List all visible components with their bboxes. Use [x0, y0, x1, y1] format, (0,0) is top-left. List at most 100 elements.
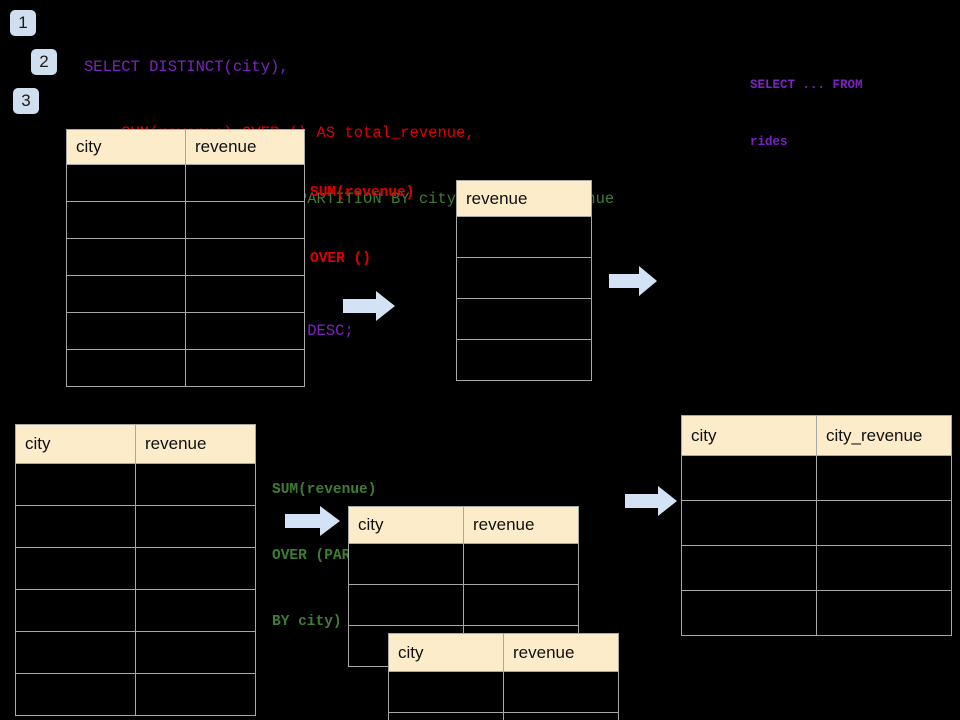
- table-body: [388, 671, 619, 720]
- cell-revenue: [135, 589, 256, 632]
- table-row: [388, 712, 619, 720]
- column-header-city: city: [15, 424, 136, 464]
- cell-city: [681, 500, 817, 546]
- column-header-revenue: revenue: [135, 424, 256, 464]
- table-row: [348, 543, 579, 585]
- column-header-city: city: [681, 415, 817, 456]
- table-row: [66, 349, 305, 387]
- total-revenue-table: revenue: [456, 180, 592, 381]
- table-row: [15, 463, 256, 506]
- cell-revenue: [503, 712, 619, 720]
- table-row: [66, 312, 305, 350]
- table-row: [388, 671, 619, 713]
- table-row: [456, 339, 592, 381]
- cell-city: [15, 673, 136, 716]
- cell-city: [15, 589, 136, 632]
- cell-city: [66, 238, 186, 276]
- table-row: [456, 298, 592, 340]
- cell-revenue: [135, 631, 256, 674]
- table-row: [456, 257, 592, 299]
- result-table: city city_revenue: [681, 415, 952, 636]
- cell-city: [681, 545, 817, 591]
- arrow-right-icon: [609, 266, 657, 296]
- cell-revenue: [185, 164, 305, 202]
- arrow-total-to-next: [609, 265, 657, 302]
- column-header-revenue: revenue: [503, 633, 619, 672]
- column-header-revenue: revenue: [463, 506, 579, 544]
- column-header-city-revenue: city_revenue: [816, 415, 952, 456]
- cell-revenue: [135, 547, 256, 590]
- table-row: [15, 631, 256, 674]
- cell-revenue: [135, 673, 256, 716]
- cell-city: [348, 543, 464, 585]
- table-row: [681, 500, 952, 546]
- cell-revenue: [135, 463, 256, 506]
- cell-city: [681, 455, 817, 501]
- step-badge-2: 2: [31, 49, 57, 75]
- arrow-right-icon: [285, 506, 340, 536]
- cell-city: [66, 275, 186, 313]
- table-row: [348, 584, 579, 626]
- column-header-city: city: [66, 129, 186, 165]
- cell-revenue: [463, 584, 579, 626]
- cell-revenue: [185, 312, 305, 350]
- table-row: [15, 673, 256, 716]
- table-row: [15, 589, 256, 632]
- cell-city: [66, 201, 186, 239]
- table-header-row: city revenue: [388, 633, 619, 672]
- sidenote-line-1: SELECT ... FROM: [750, 78, 863, 92]
- table-row: [15, 547, 256, 590]
- cell-revenue: [185, 275, 305, 313]
- cell-city-revenue: [816, 500, 952, 546]
- cell-city-revenue: [816, 455, 952, 501]
- step-badge-1: 1: [10, 10, 36, 36]
- arrow-source-to-total: [343, 290, 395, 327]
- cell-city: [348, 584, 464, 626]
- column-header-city: city: [388, 633, 504, 672]
- table-row: [15, 505, 256, 548]
- cell-city: [66, 312, 186, 350]
- cell-revenue: [456, 216, 592, 258]
- table-row: [456, 216, 592, 258]
- column-header-revenue: revenue: [185, 129, 305, 165]
- sidenote-line-2: rides: [750, 135, 788, 149]
- partition-group-table-front: city revenue: [388, 633, 619, 720]
- cell-city: [15, 505, 136, 548]
- arrow-right-icon: [625, 486, 677, 516]
- table-row: [66, 238, 305, 276]
- annotation-total-line-1: SUM(revenue): [310, 185, 415, 201]
- table-header-row: city revenue: [348, 506, 579, 544]
- table-body: [15, 463, 256, 716]
- cell-revenue: [135, 505, 256, 548]
- cell-revenue: [185, 201, 305, 239]
- arrow-partition-to-result: [625, 485, 677, 522]
- step-badge-3: 3: [13, 88, 39, 114]
- cell-revenue: [503, 671, 619, 713]
- annotation-partition-line-1: SUM(revenue): [272, 482, 377, 498]
- cell-city: [15, 631, 136, 674]
- sidenote-select-from-rides: SELECT ... FROM rides: [750, 38, 863, 190]
- column-header-city: city: [348, 506, 464, 544]
- table-row: [66, 275, 305, 313]
- cell-city: [388, 671, 504, 713]
- cell-revenue: [185, 238, 305, 276]
- cell-city: [15, 547, 136, 590]
- sql-line-1: SELECT DISTINCT(city),: [84, 58, 289, 76]
- annotation-sum-over-empty: SUM(revenue) OVER (): [310, 138, 414, 314]
- table-body: [66, 164, 305, 387]
- cell-revenue: [456, 298, 592, 340]
- table-header-row: city city_revenue: [681, 415, 952, 456]
- table-row: [66, 164, 305, 202]
- table-body: [681, 455, 952, 636]
- cell-city: [66, 349, 186, 387]
- annotation-partition-line-3: BY city): [272, 614, 342, 630]
- cell-city: [681, 590, 817, 636]
- cell-city-revenue: [816, 545, 952, 591]
- arrow-source-to-partition: [285, 505, 340, 542]
- cell-revenue: [185, 349, 305, 387]
- table-header-row: city revenue: [66, 129, 305, 165]
- cell-revenue: [456, 339, 592, 381]
- cell-revenue: [463, 543, 579, 585]
- table-row: [681, 455, 952, 501]
